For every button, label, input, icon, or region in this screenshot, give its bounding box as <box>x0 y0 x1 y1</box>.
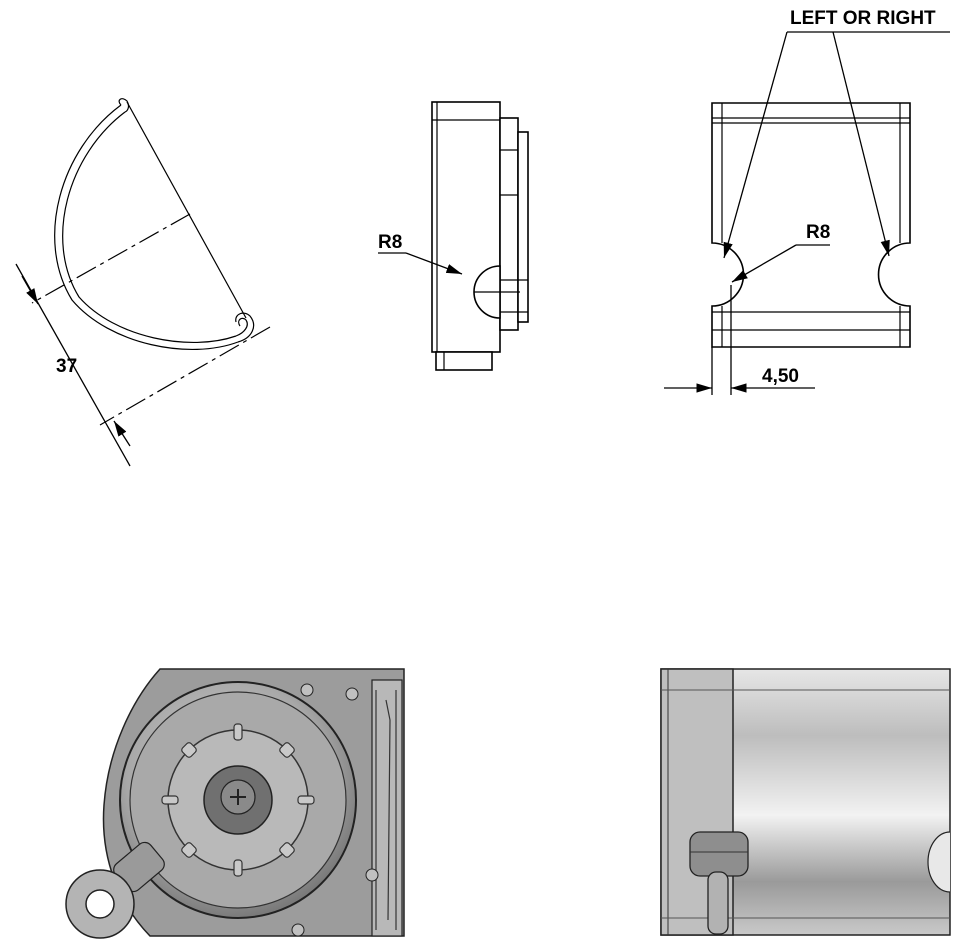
note-leader-right <box>832 31 890 257</box>
endcap-small-screw-1 <box>300 683 314 697</box>
profile-flat-face <box>126 101 247 319</box>
profile-centerline <box>31 213 191 304</box>
endcap-small-screw-4 <box>291 923 305 937</box>
endcap-small-screw-2 <box>345 687 359 701</box>
note-left-or-right: LEFT OR RIGHT <box>790 8 936 29</box>
front-view: LEFT OR RIGHT R8 4,50 <box>664 8 950 395</box>
endcap-small-screw-3 <box>365 868 379 882</box>
endcap-teeth <box>161 723 315 877</box>
side-r8-leader <box>405 252 463 275</box>
side-base <box>435 351 493 371</box>
dim-450-label: 4,50 <box>762 366 799 387</box>
tube-notch <box>927 831 951 893</box>
front-r8-leader <box>731 244 797 283</box>
side-r8-label: R8 <box>378 232 402 253</box>
tube-gland <box>689 831 749 877</box>
note-leader-left <box>723 31 788 259</box>
dim-37-label: 37 <box>56 356 77 377</box>
profile-view: 37 <box>15 98 271 467</box>
eyebolt <box>65 841 165 939</box>
screw-cross-icon <box>230 789 246 805</box>
side-view: R8 <box>378 101 529 371</box>
endcap-rail <box>371 679 403 937</box>
dim-37-extension-b <box>99 326 271 426</box>
tube-render <box>660 668 951 936</box>
profile-outline-inner <box>62 111 237 344</box>
endcap-render <box>65 668 405 939</box>
side-flange-outer <box>517 131 529 323</box>
dim-37-arrow-b <box>113 420 131 447</box>
profile-bottom-hook <box>235 312 255 343</box>
tube-cable <box>707 871 729 935</box>
profile-top-hook <box>118 98 130 113</box>
dim-37-arrow-a <box>21 275 39 305</box>
front-r8-label: R8 <box>806 222 830 243</box>
profile-outline <box>54 104 239 351</box>
endcap-rail-groove <box>375 690 397 930</box>
